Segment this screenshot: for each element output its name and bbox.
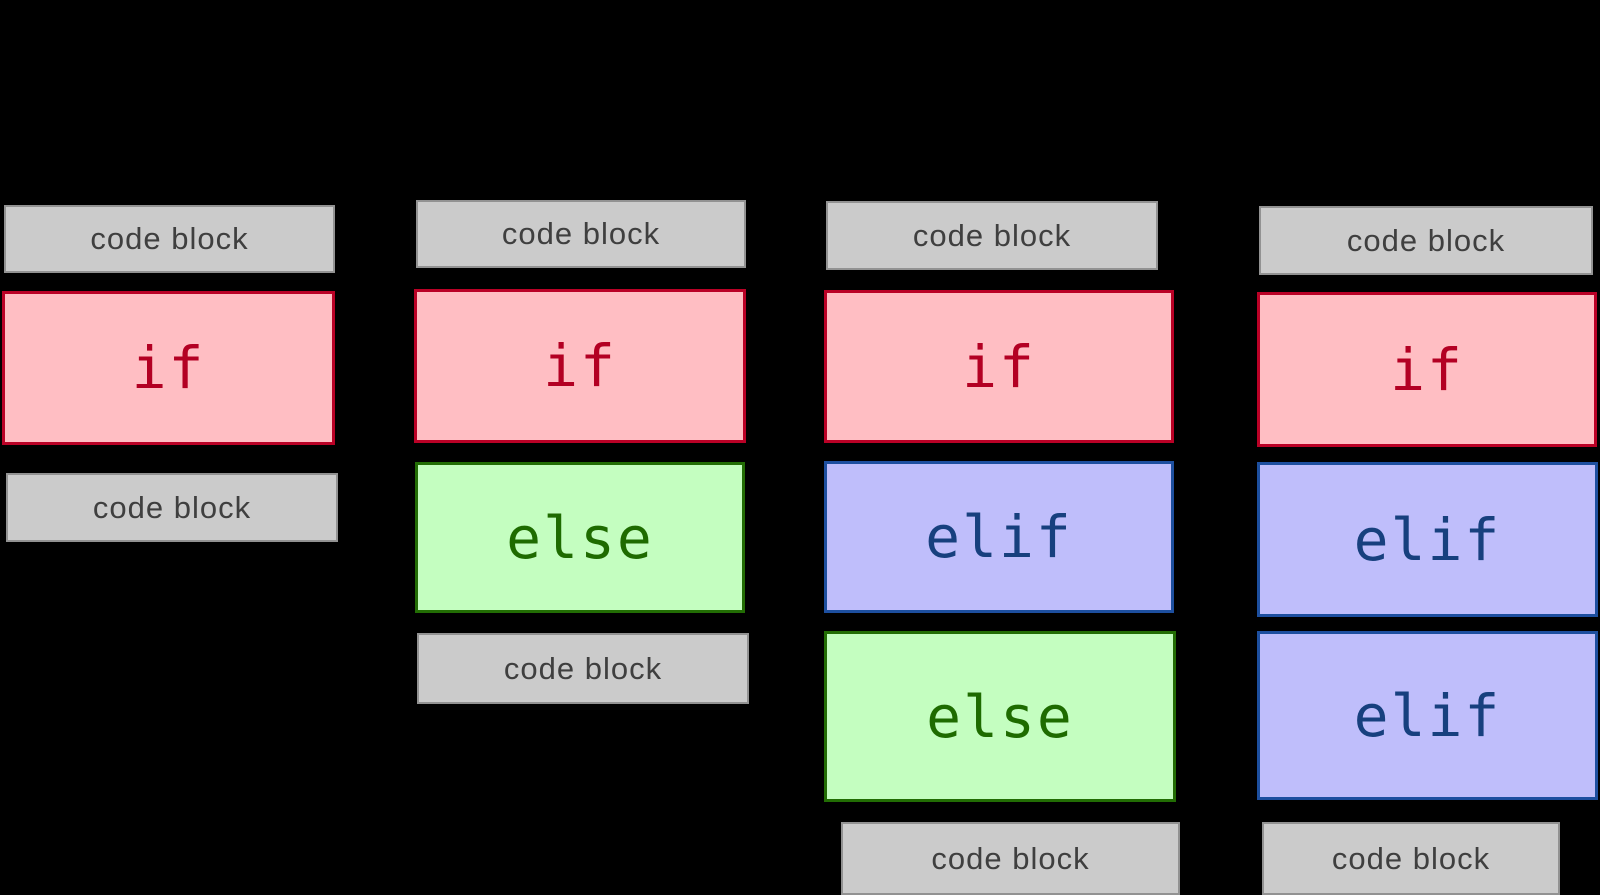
- code-block-label: code block: [503, 650, 663, 686]
- if-keyword-label: if: [962, 332, 1036, 401]
- code-block-label: code block: [92, 489, 252, 525]
- elif-keyword-label: elif: [1353, 505, 1502, 574]
- code-block: code block: [4, 205, 335, 273]
- code-block: code block: [416, 200, 746, 268]
- else-keyword-block: else: [824, 631, 1176, 802]
- elif-keyword-label: elif: [1353, 681, 1502, 750]
- elif-keyword-block: elif: [1257, 462, 1598, 617]
- else-keyword-label: else: [926, 682, 1074, 751]
- if-keyword-label: if: [1390, 335, 1464, 404]
- else-keyword-block: else: [415, 462, 745, 613]
- code-block-label: code block: [1331, 840, 1491, 876]
- code-block-label: code block: [501, 216, 661, 251]
- if-keyword-block: if: [414, 289, 746, 443]
- if-keyword-label: if: [543, 332, 617, 400]
- code-block: code block: [826, 201, 1158, 270]
- code-block-label: code block: [1346, 222, 1506, 258]
- code-block-label: code block: [90, 221, 249, 256]
- elif-keyword-block: elif: [824, 461, 1174, 613]
- code-block: code block: [417, 633, 749, 704]
- if-keyword-block: if: [824, 290, 1174, 443]
- else-keyword-label: else: [506, 503, 654, 572]
- code-block: code block: [1259, 206, 1593, 275]
- code-block-label: code block: [931, 840, 1090, 876]
- code-block: code block: [1262, 822, 1560, 895]
- code-block: code block: [6, 473, 338, 542]
- if-keyword-block: if: [2, 291, 335, 445]
- if-keyword-label: if: [131, 334, 206, 402]
- if-keyword-block: if: [1257, 292, 1597, 447]
- code-block-label: code block: [912, 217, 1072, 253]
- elif-keyword-block: elif: [1257, 631, 1598, 800]
- elif-keyword-label: elif: [925, 503, 1073, 571]
- code-block: code block: [841, 822, 1180, 895]
